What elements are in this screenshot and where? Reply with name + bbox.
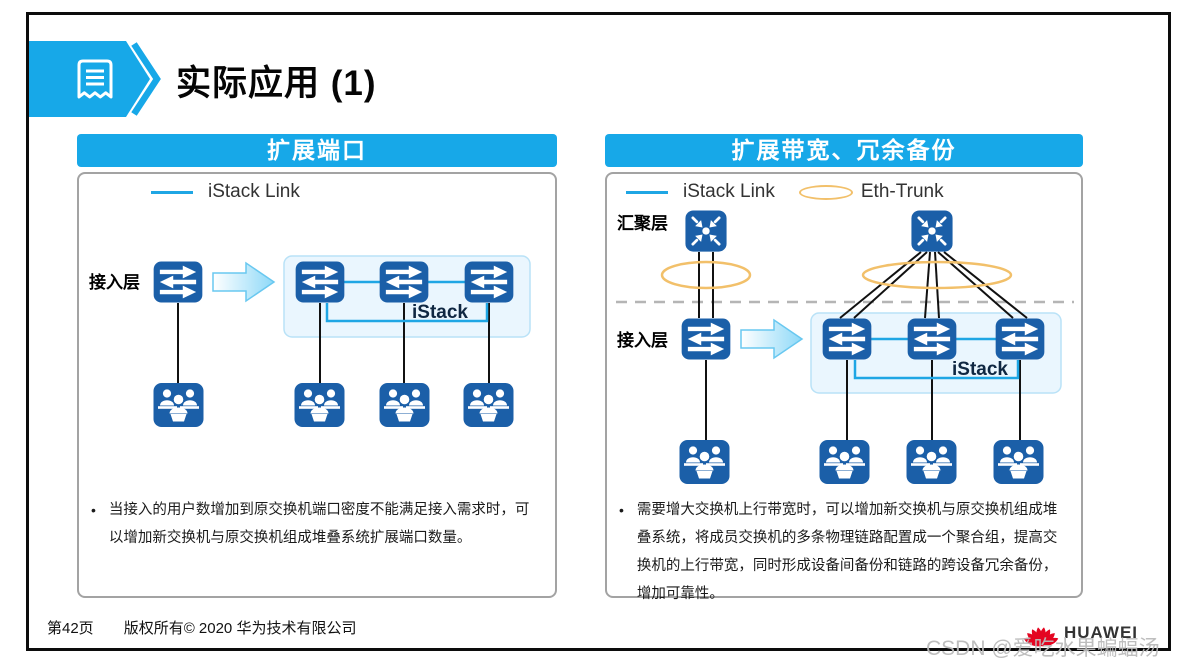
panel-header: 扩展带宽、冗余备份 <box>605 134 1083 167</box>
user-group-icon <box>906 440 957 484</box>
user-group-icon <box>463 383 514 427</box>
user-group-icon <box>294 383 345 427</box>
diagram-expand-ports: 接入层 iStack <box>89 255 531 427</box>
access-switch-icon <box>380 261 429 302</box>
huawei-logo: HUAWEI <box>1021 616 1138 649</box>
legend-label: Eth-Trunk <box>860 181 944 202</box>
legend-label: iStack Link <box>208 181 300 202</box>
downlink-lines <box>705 360 1021 440</box>
access-switch-icon <box>996 318 1045 359</box>
user-group-icon <box>993 440 1044 484</box>
title-banner <box>29 41 161 117</box>
page-title: 实际应用 (1) <box>176 64 377 103</box>
istack-label: iStack <box>412 302 468 323</box>
bullet-marker: • <box>91 502 96 518</box>
watermark: CSDN @爱吃水果蝙蝠汤 <box>926 637 1160 660</box>
panel-expand-ports: 扩展端口 iStack Link <box>77 134 557 598</box>
panel-body: iStack Link 接入层 iStack <box>77 172 557 598</box>
istack-loop-line <box>325 303 489 323</box>
istack-label: iStack <box>952 359 1008 380</box>
access-switch-icon <box>823 318 872 359</box>
eth-trunk-ellipse <box>861 260 1013 290</box>
legend: iStack Link <box>79 181 555 203</box>
huawei-wordmark: HUAWEI <box>1064 622 1138 642</box>
eth-trunk-ellipse <box>660 260 752 290</box>
access-switch-icon <box>908 318 957 359</box>
footer: 第42页 版权所有© 2020 华为技术有限公司 <box>47 617 356 638</box>
copyright: 版权所有© 2020 华为技术有限公司 <box>123 620 357 637</box>
access-switch-icon <box>154 261 203 302</box>
bullet-text: 需要增大交换机上行带宽时，可以增加新交换机与原交换机组成堆叠系统，将成员交换机的… <box>636 502 1058 602</box>
access-switch-icon <box>465 261 514 302</box>
eth-trunk-legend-swatch <box>798 184 853 200</box>
access-layer-label: 接入层 <box>617 330 668 350</box>
panel-expand-bandwidth: 扩展带宽、冗余备份 iStack Link Eth-Trunk <box>605 134 1083 602</box>
user-group-icon <box>379 383 430 427</box>
access-switch-icon <box>296 261 345 302</box>
access-layer-label: 接入层 <box>89 272 140 292</box>
page-number: 第42页 <box>47 620 94 637</box>
bullet-text: 当接入的用户数增加到原交换机端口密度不能满足接入需求时，可以增加新交换机与原交换… <box>108 502 530 546</box>
istack-link-legend-swatch <box>626 190 668 194</box>
diagram-expand-bandwidth: 汇聚层 接入层 iStack <box>616 200 1074 484</box>
istack-link-legend-swatch <box>151 190 193 194</box>
access-switch-icon <box>682 318 731 359</box>
aggregation-switch-icon <box>911 210 952 251</box>
bullet-item: • 当接入的用户数增加到原交换机端口密度不能满足接入需求时，可以增加新交换机与原… <box>87 496 541 552</box>
user-group-icon <box>819 440 870 484</box>
aggregation-layer-label: 汇聚层 <box>617 214 668 233</box>
user-group-icon <box>679 440 730 484</box>
transform-arrow <box>740 318 804 360</box>
panel-header: 扩展端口 <box>77 134 557 167</box>
panel-body: iStack Link Eth-Trunk <box>605 172 1083 602</box>
chevron-icon <box>131 42 161 116</box>
slide-frame: 实际应用 (1) 扩展端口 iStack Link <box>26 12 1171 651</box>
istack-loop-line <box>853 360 1020 380</box>
bullet-marker: • <box>619 502 624 518</box>
transform-arrow <box>212 261 276 303</box>
user-group-icon <box>153 383 204 427</box>
legend: iStack Link Eth-Trunk <box>607 181 1081 203</box>
bullet-item: • 需要增大交换机上行带宽时，可以增加新交换机与原交换机组成堆叠系统，将成员交换… <box>615 496 1067 608</box>
downlink-lines <box>177 303 490 383</box>
legend-label: iStack Link <box>683 181 775 202</box>
aggregation-switch-icon <box>685 210 726 251</box>
